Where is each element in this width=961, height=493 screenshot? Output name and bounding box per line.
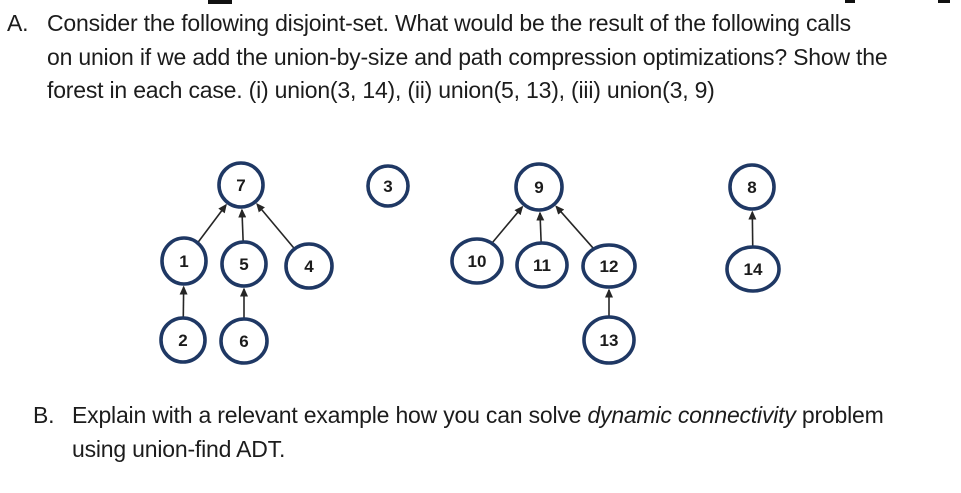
- forest-nodes: 7 1 5 4 2 6 3 9 10 11 12 13 8 14: [159, 161, 781, 365]
- tree-node-label-10: 10: [468, 252, 487, 271]
- parent-pointer-1-to-7: [197, 203, 227, 243]
- tree-node-label-13: 13: [600, 331, 619, 350]
- question-b-line-1-plain: Explain with a relevant example how you …: [72, 402, 588, 428]
- tree-node-label-5: 5: [239, 255, 248, 274]
- tree-node-label-6: 6: [239, 332, 248, 351]
- question-b-line-2: using union-find ADT.: [72, 435, 286, 462]
- tree-node-11: [515, 241, 569, 289]
- tree-node-label-3: 3: [383, 177, 392, 196]
- tree-node-10: [450, 237, 504, 285]
- question-a-line-3: forest in each case. (i) union(3, 14), (…: [47, 77, 715, 103]
- crop-artifact: [208, 0, 232, 4]
- forest-edges: [179, 202, 757, 318]
- tree-node-3: [366, 164, 410, 208]
- tree-node-label-1: 1: [179, 252, 188, 271]
- parent-pointer-11-to-9: [536, 211, 545, 243]
- crop-artifact: [938, 0, 950, 3]
- question-b-line-1-italic: dynamic connectivity: [587, 402, 796, 428]
- question-b-line-1: Explain with a relevant example how you …: [72, 399, 884, 433]
- tree-node-8: [728, 163, 776, 211]
- tree-node-label-7: 7: [236, 176, 245, 195]
- tree-node-9: [514, 162, 564, 212]
- tree-node-7: [217, 161, 265, 209]
- tree-node-label-11: 11: [533, 256, 551, 275]
- disjoint-set-forest-diagram: 7 1 5 4 2 6 3 9 10 11 12 13 8 14: [159, 161, 781, 365]
- tree-node-label-9: 9: [534, 178, 543, 197]
- tree-node-label-14: 14: [744, 260, 763, 279]
- question-b: B. Explain with a relevant example how y…: [33, 399, 884, 466]
- parent-pointer-12-to-9: [555, 205, 594, 249]
- question-b-line-1-tail: problem: [795, 402, 884, 428]
- tree-node-label-12: 12: [600, 257, 619, 276]
- crop-artifact: [845, 0, 855, 3]
- question-b-label: B.: [33, 402, 55, 428]
- tree-node-12: [581, 243, 637, 289]
- tree-node-1: [160, 236, 208, 286]
- tree-node-14: [725, 245, 781, 293]
- tree-node-5: [220, 240, 268, 288]
- tree-node-label-4: 4: [304, 257, 314, 276]
- question-a: A. Consider the following disjoint-set. …: [7, 7, 888, 108]
- tree-node-6: [219, 317, 269, 365]
- tree-node-label-2: 2: [178, 331, 187, 350]
- tree-node-label-8: 8: [747, 178, 756, 197]
- parent-pointer-5-to-7: [238, 208, 247, 242]
- question-a-text: Consider the following disjoint-set. Wha…: [47, 7, 888, 108]
- question-a-label: A.: [7, 10, 29, 36]
- parent-pointer-4-to-7: [256, 202, 295, 249]
- question-a-line-2: on union if we add the union-by-size and…: [47, 43, 888, 70]
- parent-pointer-10-to-9: [491, 205, 524, 244]
- tree-node-2: [159, 316, 207, 364]
- question-b-text: Explain with a relevant example how you …: [72, 399, 884, 466]
- question-a-line-1: Consider the following disjoint-set. Wha…: [47, 10, 851, 36]
- tree-node-13: [582, 315, 636, 365]
- tree-node-4: [284, 242, 334, 290]
